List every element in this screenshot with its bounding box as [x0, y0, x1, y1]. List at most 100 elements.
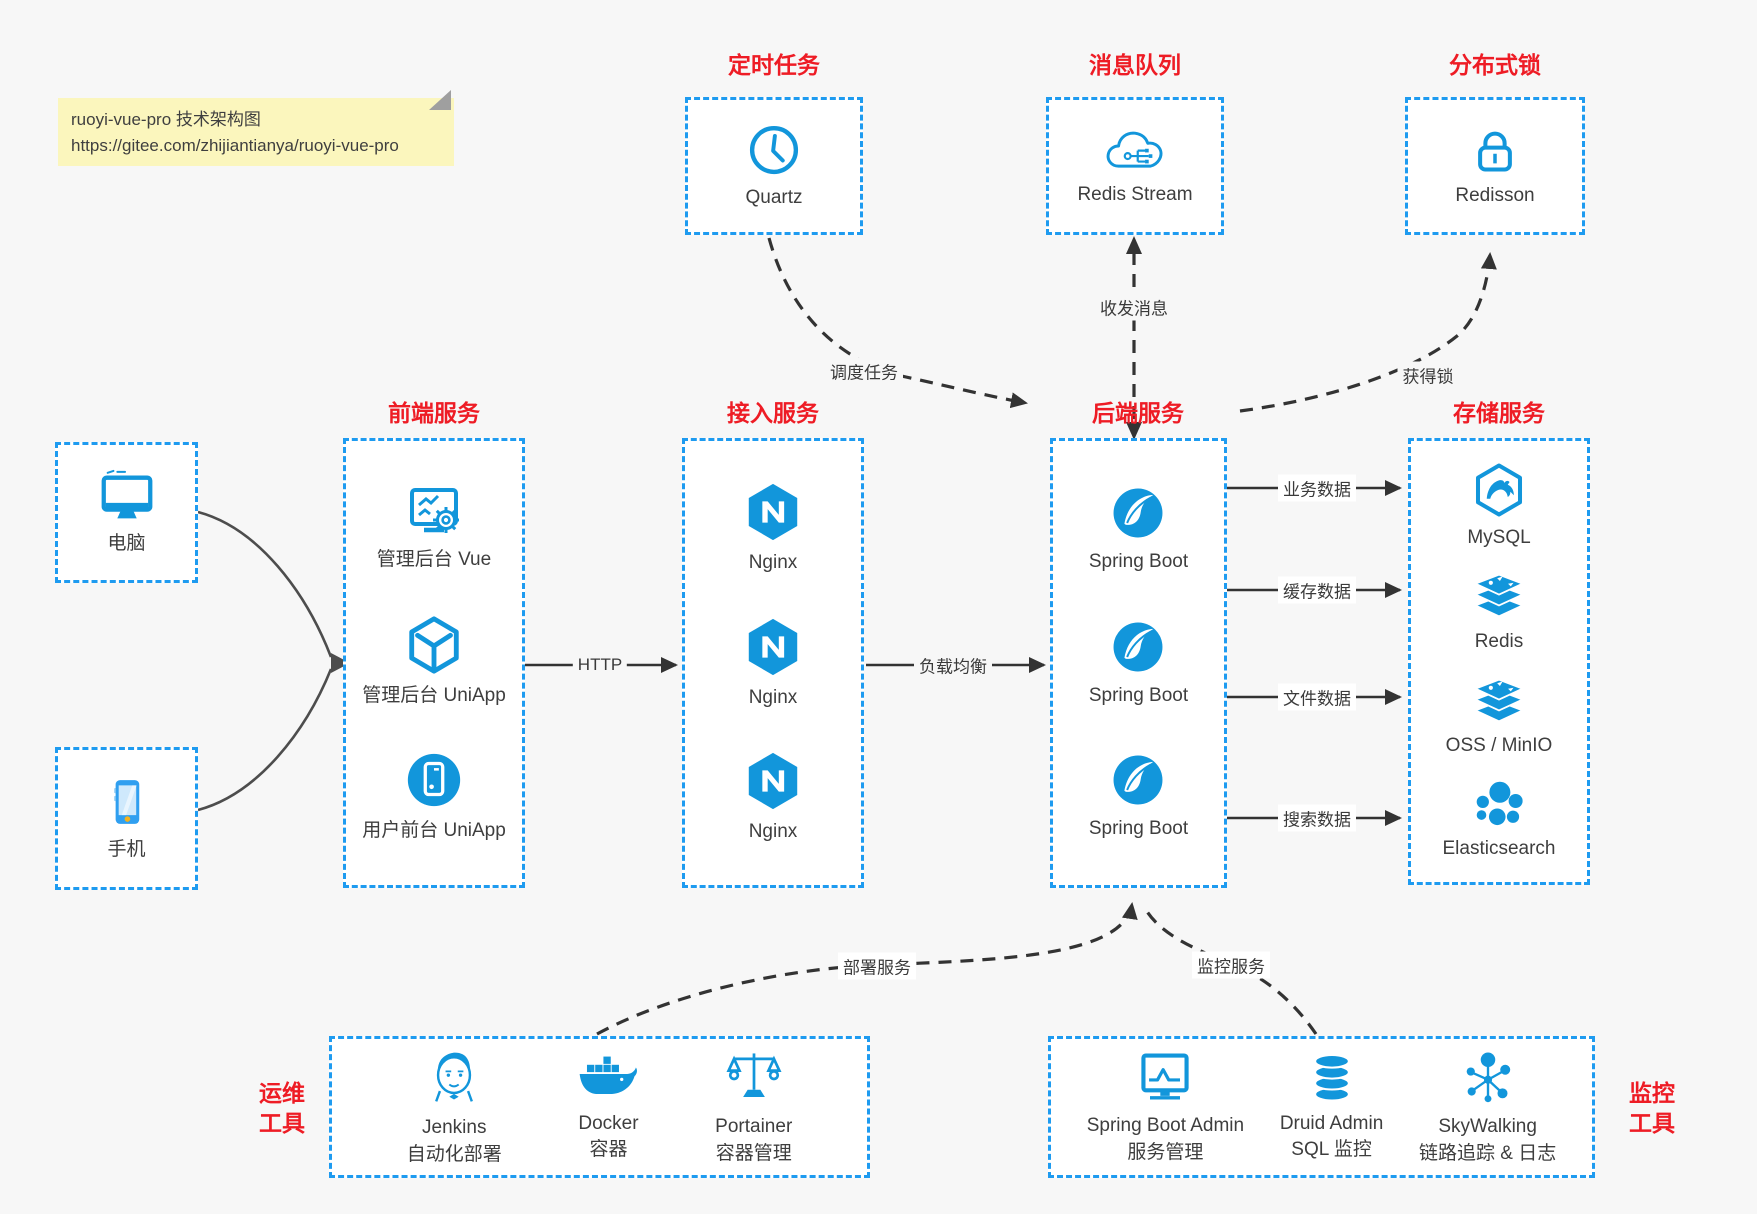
- node-admin-vue: 管理后台 Vue: [377, 482, 491, 572]
- nginx-icon: [748, 753, 798, 810]
- node-label: Spring Boot: [1088, 684, 1189, 706]
- node-portainer: Portainer 容器管理: [715, 1048, 792, 1166]
- monitoring-title-line2: 工具: [1629, 1110, 1675, 1137]
- nginx-icon: [748, 618, 798, 675]
- node-elasticsearch: Elasticsearch: [1443, 780, 1556, 861]
- edge-label-search-data: 搜索数据: [1278, 804, 1356, 832]
- phone-icon: [113, 780, 139, 825]
- user-app-icon: [407, 754, 461, 807]
- node-spring-boot-1: Spring Boot: [1089, 484, 1188, 574]
- node-computer: 电脑: [96, 468, 158, 557]
- group-title-scheduled: 定时任务: [728, 52, 820, 78]
- node-quartz: Quartz: [745, 122, 803, 210]
- group-title-frontend: 前端服务: [388, 400, 480, 426]
- node-spring-boot-3: Spring Boot: [1089, 751, 1188, 841]
- admin-vue-icon: [409, 488, 459, 534]
- node-redisson: Redisson: [1455, 124, 1535, 209]
- elasticsearch-icon: [1476, 781, 1523, 825]
- node-sublabel: 链路追踪 & 日志: [1419, 1142, 1557, 1164]
- node-sublabel: 容器: [589, 1139, 628, 1161]
- backend-services-box: Spring Boot Spring Boot Spring Boot: [1050, 438, 1227, 888]
- node-label: 电脑: [107, 533, 146, 555]
- node-sublabel: 容器管理: [715, 1142, 792, 1164]
- computer-icon: [101, 470, 152, 519]
- monitoring-title-line1: 监控: [1629, 1080, 1675, 1106]
- node-label: Elasticsearch: [1442, 837, 1556, 859]
- uniapp-cube-icon: [409, 616, 459, 674]
- node-label: Portainer: [715, 1116, 793, 1138]
- node-docker: Docker 容器: [576, 1052, 640, 1163]
- cloud-stream-icon: [1106, 131, 1163, 168]
- docker-icon: [580, 1056, 638, 1094]
- portainer-icon: [726, 1053, 782, 1098]
- nginx-icon: [748, 484, 798, 541]
- node-label: Redis Stream: [1077, 183, 1193, 205]
- skywalking-icon: [1466, 1052, 1510, 1103]
- jenkins-icon: [435, 1052, 474, 1102]
- redis-icon: [1474, 574, 1524, 618]
- node-phone: 手机: [99, 774, 155, 862]
- ops-title-line1: 运维: [259, 1080, 305, 1106]
- node-label: Jenkins: [422, 1117, 487, 1139]
- node-skywalking: SkyWalking 链路追踪 & 日志: [1419, 1048, 1556, 1166]
- node-label: Druid Admin: [1279, 1112, 1384, 1134]
- client-arrowhead: [331, 653, 350, 673]
- node-redis: Redis: [1470, 571, 1528, 654]
- node-label: Spring Boot: [1088, 818, 1189, 840]
- spring-icon: [1114, 755, 1163, 805]
- scheduled-task-box: Quartz: [685, 97, 863, 235]
- node-label: 用户前台 UniApp: [362, 820, 506, 842]
- edge-label-monitor: 监控服务: [1192, 951, 1270, 979]
- edge-label-cache-data: 缓存数据: [1278, 576, 1356, 604]
- phone-client-box: 手机: [55, 747, 198, 890]
- edge-label-http: HTTP: [572, 654, 628, 676]
- node-label: 管理后台 Vue: [376, 549, 492, 571]
- edge-label-business-data: 业务数据: [1278, 474, 1356, 502]
- clock-icon: [749, 125, 799, 174]
- ops-title-line2: 工具: [259, 1110, 305, 1137]
- messages-arrowhead-up: [1126, 236, 1142, 254]
- node-oss-minio: OSS / MinIO: [1446, 676, 1552, 759]
- note-title: ruoyi-vue-pro 技术架构图: [71, 110, 261, 129]
- node-label: Spring Boot: [1088, 551, 1189, 573]
- node-sublabel: 自动化部署: [406, 1143, 502, 1165]
- node-admin-uniapp: 管理后台 UniApp: [362, 614, 506, 708]
- node-sublabel: 服务管理: [1127, 1141, 1204, 1163]
- group-title-mq: 消息队列: [1089, 52, 1181, 78]
- node-spring-boot-2: Spring Boot: [1089, 618, 1188, 708]
- edge-label-acquire-lock: 获得锁: [1397, 361, 1459, 389]
- edge-computer-to-frontend: [197, 510, 333, 658]
- spring-icon: [1114, 488, 1163, 538]
- node-label: Nginx: [748, 686, 798, 708]
- mysql-icon: [1475, 463, 1522, 517]
- distributed-lock-box: Redisson: [1405, 97, 1585, 235]
- edge-label-file-data: 文件数据: [1278, 683, 1356, 711]
- node-label: 管理后台 UniApp: [362, 684, 506, 706]
- node-label: 手机: [107, 839, 146, 861]
- node-label: Spring Boot Admin: [1086, 1115, 1245, 1137]
- edge-label-messages: 收发消息: [1095, 293, 1173, 321]
- monitoring-tools-box: Spring Boot Admin 服务管理 Druid Admin SQL 监…: [1048, 1036, 1595, 1178]
- node-label: Docker: [578, 1112, 639, 1134]
- node-redis-stream: Redis Stream: [1077, 125, 1193, 207]
- node-druid-admin: Druid Admin SQL 监控: [1279, 1052, 1384, 1162]
- node-label: Quartz: [745, 186, 803, 208]
- node-label: SkyWalking: [1438, 1116, 1537, 1138]
- note-fold-corner: [429, 90, 451, 110]
- spring-boot-admin-icon: [1141, 1053, 1190, 1100]
- edge-label-schedule: 调度任务: [825, 357, 903, 385]
- gateway-services-box: Nginx Nginx Nginx: [682, 438, 864, 888]
- edge-acquire-lock-curve: [1239, 252, 1497, 413]
- group-title-lock: 分布式锁: [1449, 52, 1541, 78]
- node-sublabel: SQL 监控: [1291, 1138, 1372, 1160]
- sticky-note: ruoyi-vue-pro 技术架构图 https://gitee.com/zh…: [58, 98, 454, 166]
- edge-phone-to-frontend: [197, 668, 333, 812]
- edge-monitor-curve: [1144, 909, 1318, 1035]
- node-label: Nginx: [748, 821, 798, 843]
- spring-icon: [1114, 622, 1163, 672]
- group-title-monitoring: 监控 工具: [1616, 1078, 1688, 1139]
- node-nginx-1: Nginx: [742, 481, 804, 575]
- messages-arrowhead-down: [1126, 422, 1142, 440]
- edge-label-deploy: 部署服务: [838, 952, 916, 980]
